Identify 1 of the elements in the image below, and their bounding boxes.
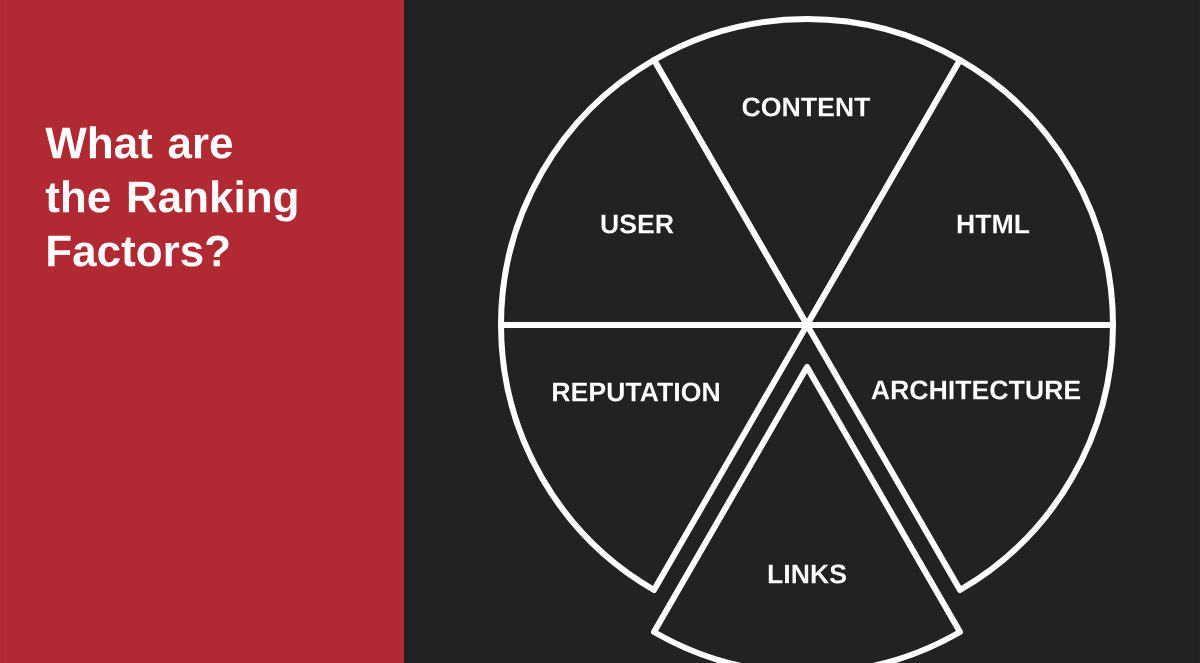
slide-title: What are the Ranking Factors? [45,126,297,267]
